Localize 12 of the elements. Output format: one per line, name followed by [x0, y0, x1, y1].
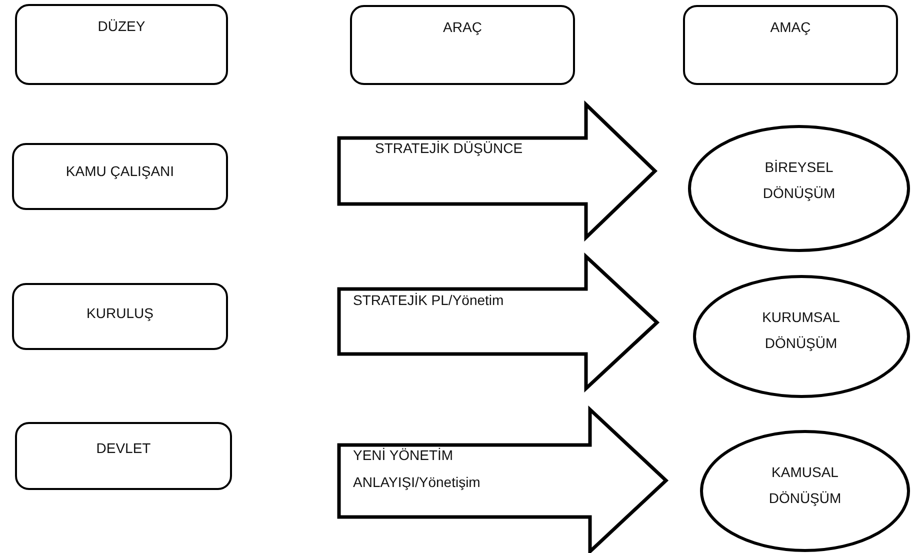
level-box: KURULUŞ [12, 283, 228, 350]
level-box: ARAÇ [350, 5, 575, 85]
pointed-banner: STRATEJİK DÜŞÜNCE [337, 103, 657, 239]
goal-ellipse: BİREYSEL DÖNÜŞÜM [688, 125, 910, 252]
pointed-banner: STRATEJİK PL/Yönetim [337, 255, 659, 390]
goal-ellipse: KURUMSAL DÖNÜŞÜM [693, 275, 910, 398]
level-box: DEVLET [15, 422, 232, 490]
goal-ellipse: KAMUSAL DÖNÜŞÜM [700, 430, 910, 552]
level-box: AMAÇ [683, 5, 898, 85]
pointed-banner: YENİ YÖNETİM ANLAYIŞI/Yönetişim [337, 408, 668, 553]
level-box: DÜZEY [15, 4, 228, 85]
level-box: KAMU ÇALIŞANI [12, 143, 228, 210]
